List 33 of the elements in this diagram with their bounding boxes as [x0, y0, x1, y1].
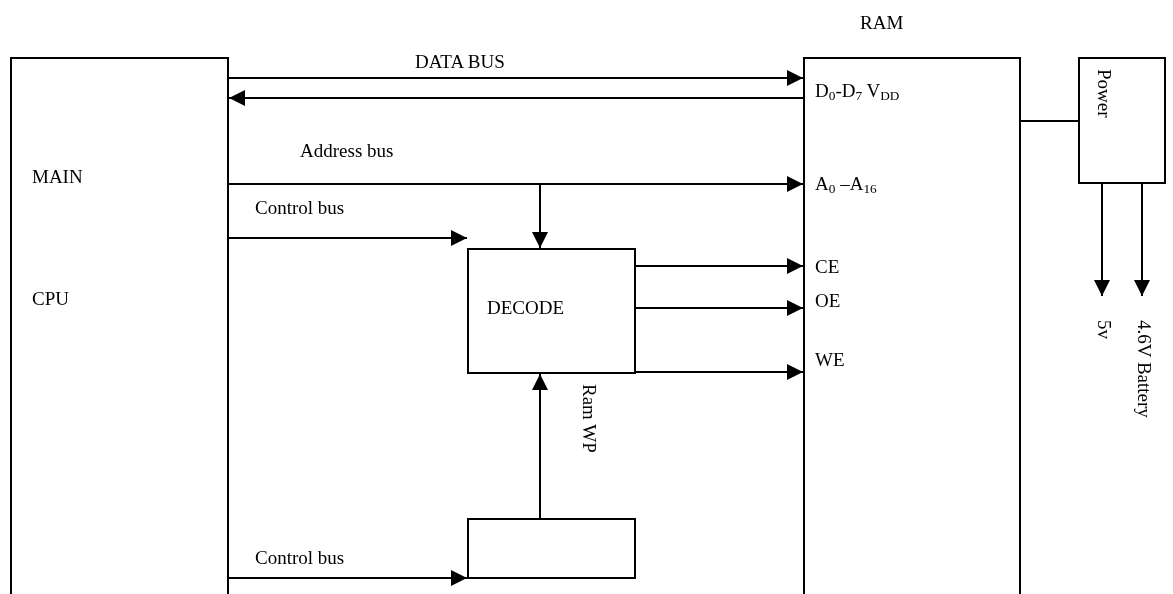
arrow [228, 230, 468, 246]
connector-line [1020, 120, 1079, 122]
arrow [228, 570, 468, 586]
edge-label: DATA BUS [415, 52, 505, 73]
arrow [635, 364, 804, 380]
edge-label: Address bus [300, 141, 394, 162]
pin-label: D$_{0}$-D$_{7}$ V$_{DD}$ [815, 81, 900, 104]
pin-label: A$_{0}$ –A$_{16}$ [815, 174, 877, 197]
edge-label: 5v [1093, 320, 1114, 339]
arrow [228, 90, 804, 106]
block-label: RAM [860, 13, 904, 34]
arrow [635, 258, 804, 274]
edge-label: Ram WP [578, 384, 599, 453]
arrow [635, 300, 804, 316]
arrow [228, 70, 804, 86]
block-label: Power [1093, 69, 1114, 118]
edge-label: Control bus [255, 198, 345, 219]
edge-label: Control bus [255, 548, 345, 569]
block-label: MAIN [32, 167, 83, 188]
block-box [10, 57, 229, 594]
block-box [467, 248, 636, 374]
arrow [532, 373, 548, 519]
block-label: CPU [32, 289, 69, 310]
arrow [1094, 183, 1110, 297]
block-label: DECODE [487, 298, 565, 319]
pin-label: OE [815, 291, 841, 312]
arrow [228, 183, 548, 249]
block-box [1078, 57, 1166, 184]
pin-label: CE [815, 257, 840, 278]
chip-box [467, 518, 636, 579]
edge-label: 4.6V Battery [1133, 320, 1154, 418]
arrow [1134, 183, 1150, 297]
pin-label: WE [815, 350, 845, 371]
